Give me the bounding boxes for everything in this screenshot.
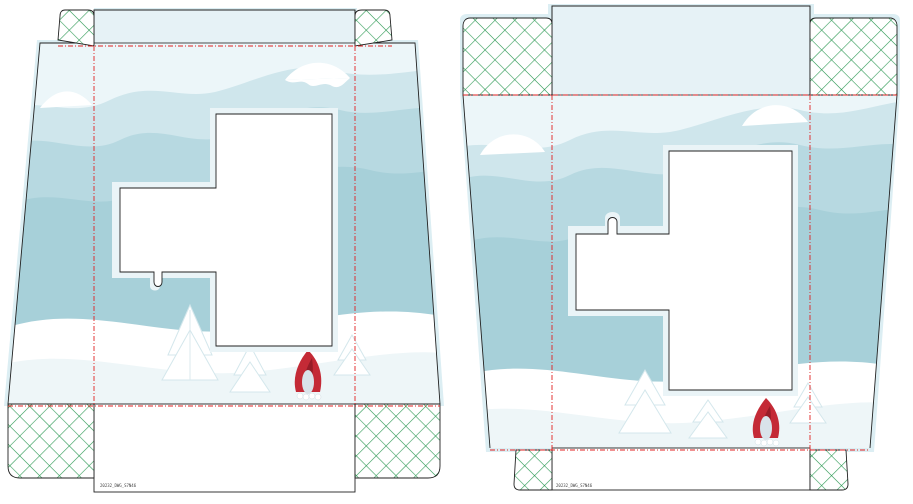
right-glue-flap-bottom-left[interactable] [513, 449, 553, 491]
dieline-left [4, 8, 444, 493]
left-snowy-peak-right [285, 62, 350, 88]
left-glue-flap-bottom-left[interactable] [7, 403, 95, 479]
snowy-pine-tree-icon [333, 333, 371, 376]
right-fold-lines [463, 94, 897, 451]
dieline-right [460, 4, 900, 491]
snowy-pine-tree-icon [161, 303, 219, 381]
left-fold-lines [8, 45, 440, 407]
right-snowy-peak-left [480, 134, 545, 155]
left-glue-flap-top-left[interactable] [57, 9, 95, 47]
right-glue-flap-top-left[interactable] [462, 17, 553, 96]
snowy-pine-tree-icon [688, 399, 728, 439]
left-dieline-code-label: 20232_DWG_S7N46 [100, 483, 137, 488]
right-glue-flap-bottom-right[interactable] [809, 449, 849, 491]
right-window-cutout[interactable] [575, 150, 793, 391]
snowy-pine-tree-icon [618, 368, 672, 434]
snowy-pine-tree-icon [229, 343, 271, 393]
left-bottom-panel [93, 403, 356, 493]
left-window-cutout[interactable] [119, 113, 333, 347]
left-glue-flap-top-right[interactable] [354, 9, 393, 47]
right-dieline-code-label: 20232_DWG_S7N46 [556, 483, 593, 488]
right-glue-flap-top-right[interactable] [809, 17, 898, 96]
red-gift-sack-icon [752, 398, 780, 447]
right-top-tuck-panel [551, 5, 811, 96]
left-winter-scene [8, 10, 440, 404]
red-gift-sack-icon [294, 350, 322, 401]
snowy-pine-tree-icon [789, 382, 827, 424]
left-top-tuck-panel [93, 9, 356, 44]
left-snowy-peak-left [40, 91, 92, 108]
left-glue-flap-bottom-right[interactable] [354, 403, 441, 479]
right-snowy-peak-right [742, 105, 808, 126]
